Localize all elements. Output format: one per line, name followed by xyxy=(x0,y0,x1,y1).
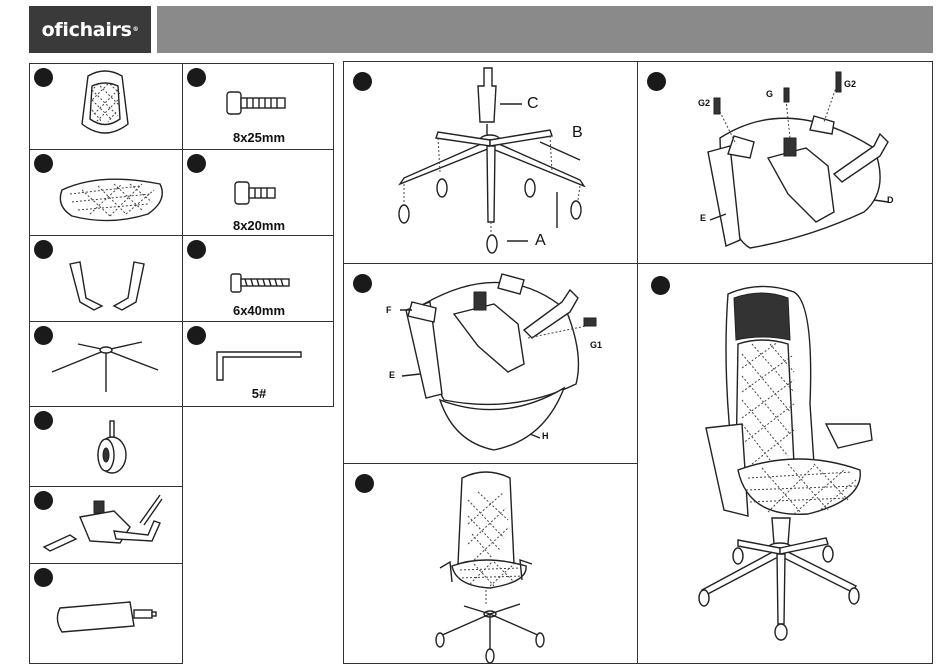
step-2-label-g2-right: G2 xyxy=(844,79,856,89)
step-5-panel xyxy=(637,263,933,664)
part-screw-8x20-panel: 8x20mm xyxy=(182,149,334,236)
step-3-label-g1: G1 xyxy=(590,340,602,350)
step-3-label-f: F xyxy=(386,305,392,315)
step-2-label-g: G xyxy=(766,89,773,99)
brand-name: ofichairs xyxy=(42,19,132,41)
trademark-mark: ® xyxy=(133,26,139,33)
step-2-label-d: D xyxy=(887,195,894,205)
caster-illustration xyxy=(30,407,184,488)
step-4-panel xyxy=(343,463,639,664)
step-1-label-b: B xyxy=(572,124,583,142)
part-screw-8x25-panel: 8x25mm xyxy=(182,63,334,150)
step-2-label-g2-left: G2 xyxy=(698,98,710,108)
part-allen-key-panel: 5# xyxy=(182,321,334,407)
step-1-label-a: A xyxy=(535,232,546,250)
part-armrests-panel xyxy=(29,235,183,322)
seat-illustration xyxy=(30,150,184,237)
brand-logo: ofichairs® xyxy=(29,6,151,53)
mechanism-illustration xyxy=(30,487,184,565)
part-screw-6x40-panel: 6x40mm xyxy=(182,235,334,322)
step-4-illustration xyxy=(344,464,640,665)
step-2-illustration xyxy=(638,62,934,265)
step-2-label-e: E xyxy=(700,213,706,223)
backrest-illustration xyxy=(30,64,184,151)
screw-6x40-size: 6x40mm xyxy=(183,303,335,318)
part-base-panel xyxy=(29,321,183,407)
screw-8x20-size: 8x20mm xyxy=(183,218,335,233)
part-backrest-panel xyxy=(29,63,183,150)
part-seat-panel xyxy=(29,149,183,236)
step-3-illustration xyxy=(344,264,640,466)
base-illustration xyxy=(30,322,184,408)
screw-8x25-size: 8x25mm xyxy=(183,130,335,145)
step-1-label-c: C xyxy=(527,95,539,113)
step-3-panel: F E G1 H xyxy=(343,263,639,465)
armrests-illustration xyxy=(30,236,184,323)
header-bar xyxy=(157,6,933,53)
step-3-label-e: E xyxy=(389,370,395,380)
step-3-label-h: H xyxy=(542,431,549,441)
completed-chair-illustration xyxy=(638,264,934,665)
step-1-illustration xyxy=(344,62,640,265)
part-caster-panel xyxy=(29,406,183,487)
allen-key-size: 5# xyxy=(183,386,335,401)
step-2-panel: G2 G G2 E D xyxy=(637,61,933,264)
part-gas-cylinder-panel xyxy=(29,563,183,664)
step-1-panel: C B A xyxy=(343,61,639,264)
gas-cylinder-illustration xyxy=(30,564,184,665)
part-mechanism-panel xyxy=(29,486,183,564)
